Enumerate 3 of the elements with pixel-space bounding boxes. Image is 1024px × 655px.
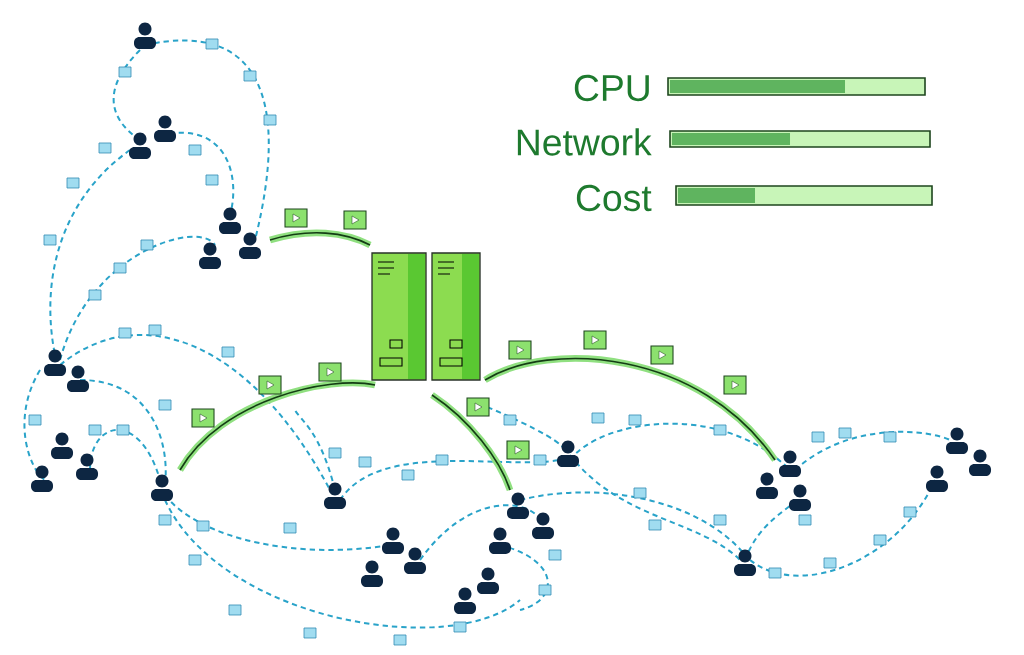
metric-label: Cost [576, 184, 652, 212]
metric-label: CPU [574, 74, 649, 102]
metric-label: Network [517, 128, 652, 156]
